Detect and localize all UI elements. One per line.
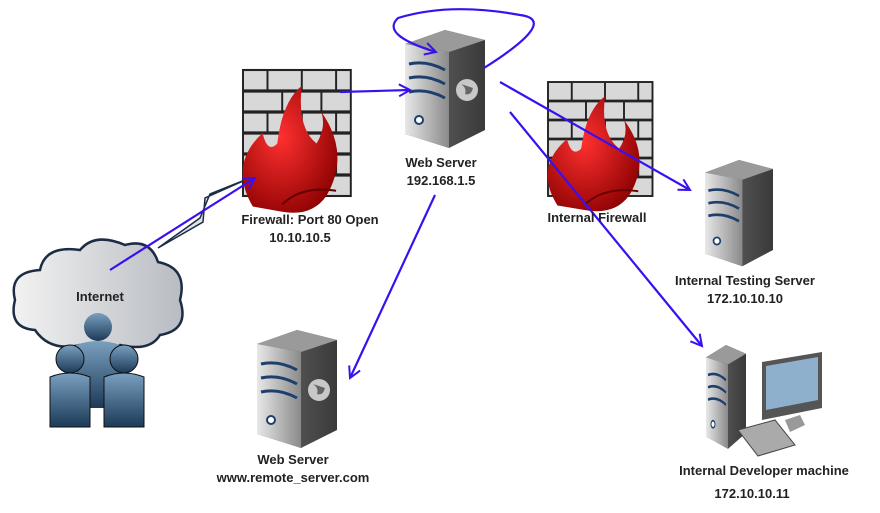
- remote-server-label: Web Server: [257, 452, 329, 467]
- connections: [109, 8, 702, 378]
- arrow-webserver-to-developer-machine: [509, 111, 702, 346]
- testing-server-ip: 172.10.10.10: [707, 291, 783, 306]
- web-server-ip: 192.168.1.5: [406, 173, 476, 188]
- internet-label: Internet: [76, 289, 124, 304]
- developer-workstation-icon: [704, 343, 822, 457]
- firewall-label: Firewall: Port 80 Open: [241, 212, 379, 227]
- testing-server-label: Internal Testing Server: [675, 273, 815, 288]
- arrow-internet-to-firewall: [109, 178, 255, 271]
- internal-firewall-label: Internal Firewall: [547, 210, 647, 225]
- remote-server-host: www.remote_server.com: [216, 470, 370, 485]
- arrow-webserver-loop: [392, 8, 535, 69]
- firewall-icon: [241, 68, 353, 215]
- remote-web-server-icon: [255, 328, 339, 450]
- lightning-link-icon: [157, 177, 251, 249]
- testing-server-icon: [703, 158, 775, 268]
- arrow-webserver-to-remote-server: [350, 194, 436, 378]
- web-server-label: Web Server: [405, 155, 477, 170]
- users-icon: [49, 313, 145, 428]
- firewall-ip: 10.10.10.5: [269, 230, 331, 245]
- arrow-webserver-to-testing-server: [499, 81, 690, 190]
- web-server-icon: [403, 28, 487, 150]
- developer-machine-label: Internal Developer machine: [679, 463, 849, 478]
- developer-machine-ip: 172.10.10.11: [714, 486, 790, 501]
- internal-firewall-icon: [546, 80, 654, 213]
- arrow-firewall-to-webserver: [339, 90, 410, 92]
